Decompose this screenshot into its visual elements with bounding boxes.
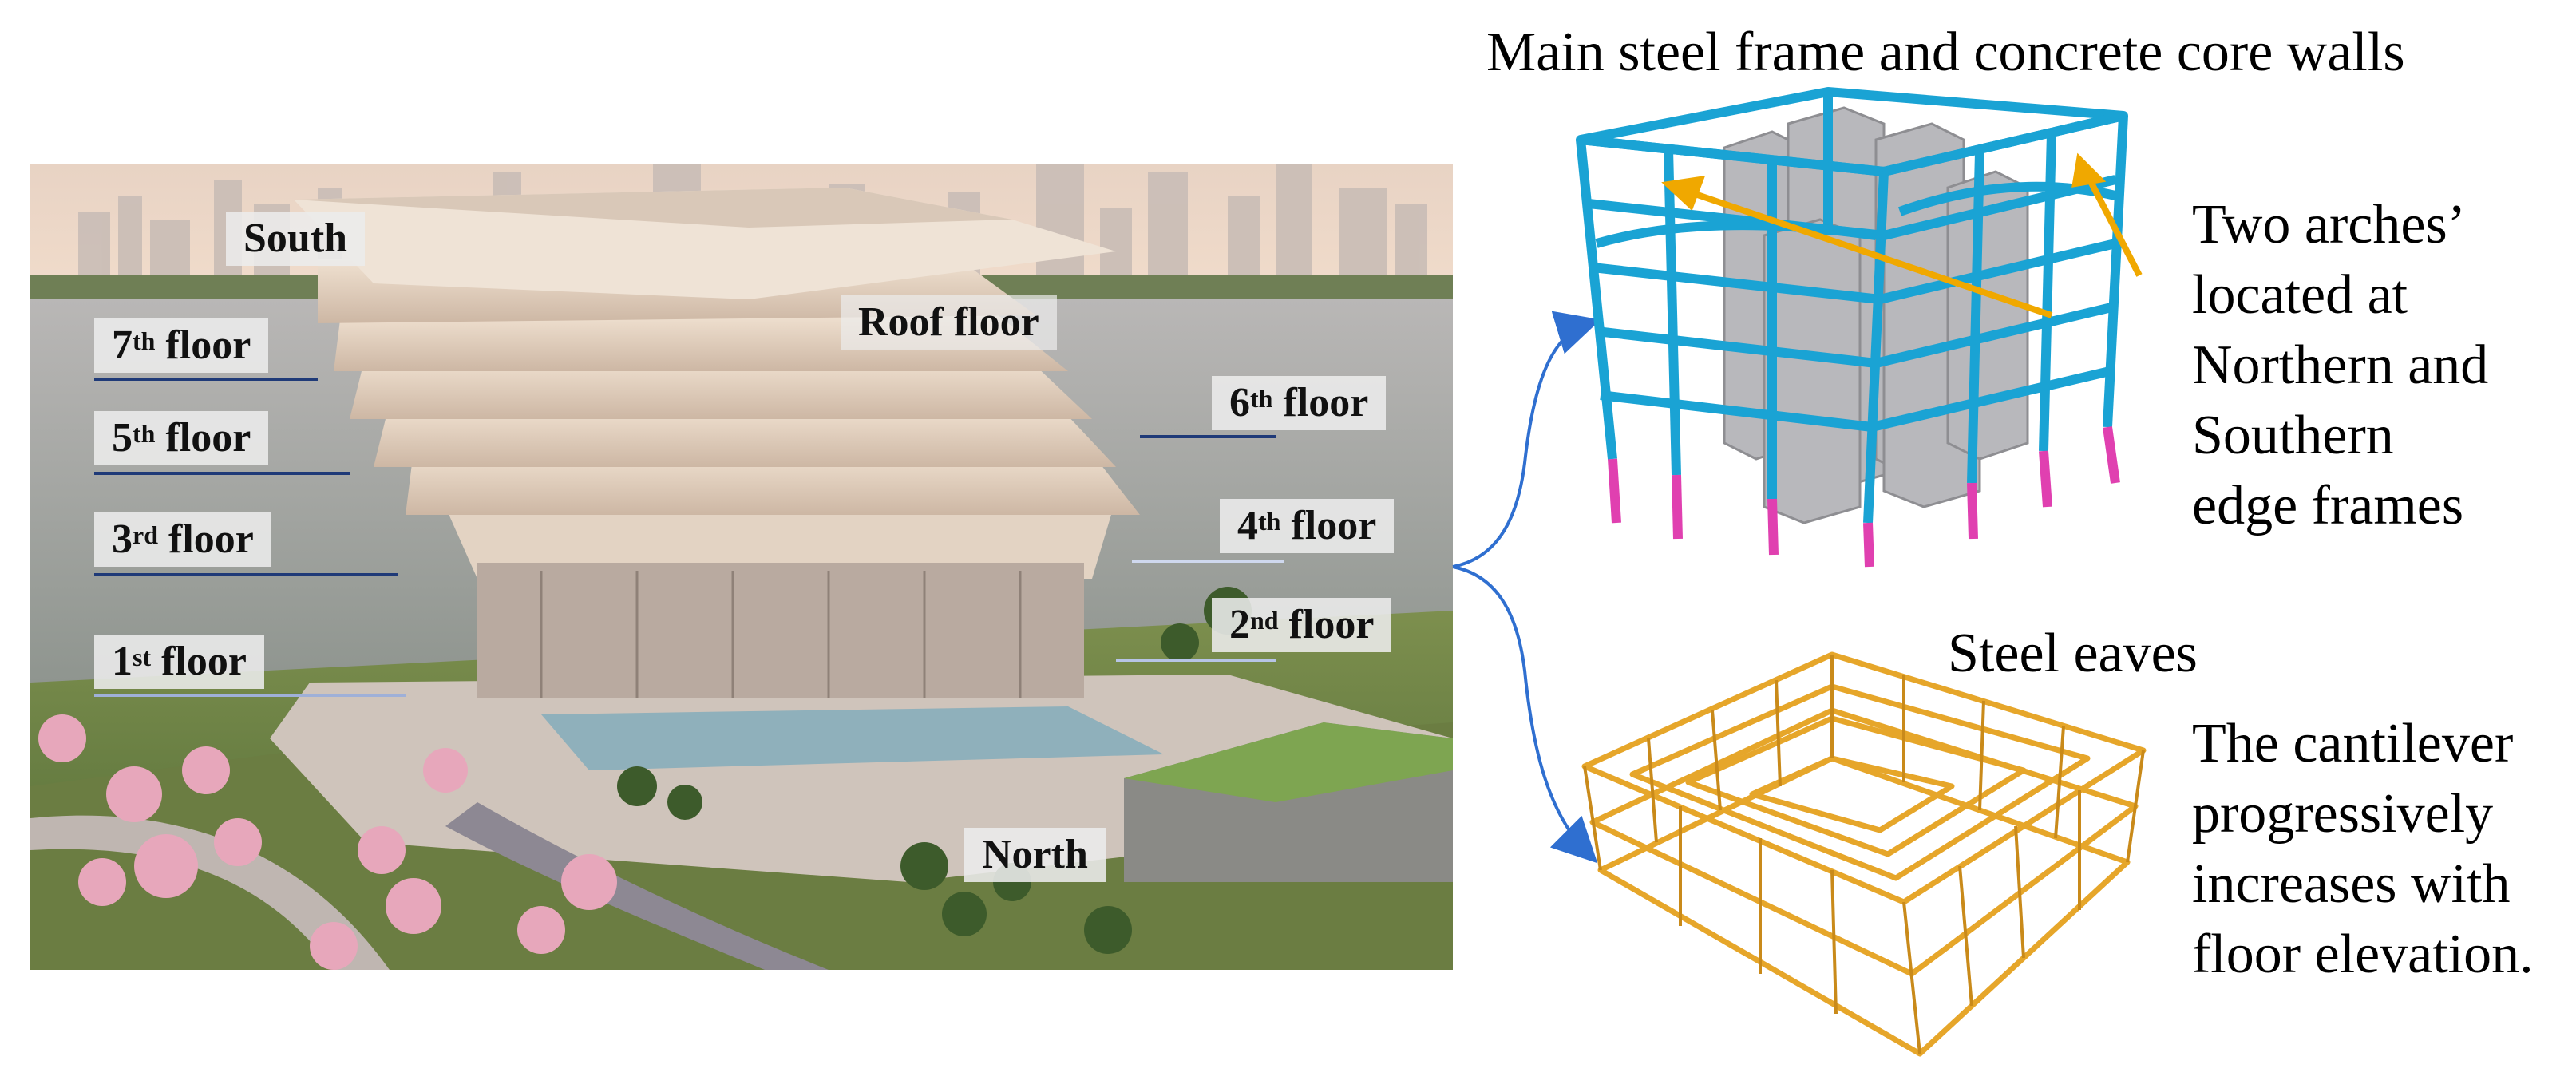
floor7-label: 7th floor bbox=[94, 318, 269, 373]
floor6-number: 6 bbox=[1229, 380, 1250, 425]
floor5-label: 5th floor bbox=[94, 411, 269, 465]
connector-arrows bbox=[1452, 311, 1597, 864]
floor3-suffix: rd bbox=[133, 520, 158, 549]
frame-desc-line: Northern and bbox=[2192, 334, 2489, 396]
arch-arrows bbox=[1661, 152, 2143, 318]
steel-frame-model bbox=[1576, 87, 2143, 568]
steel-frame bbox=[1576, 87, 2128, 524]
building-rendering-illustration bbox=[30, 164, 1453, 970]
frame-description: Two arches’ located at Northern and Sout… bbox=[2192, 190, 2488, 541]
floor3-number: 3 bbox=[112, 516, 133, 562]
floor6-suffix: th bbox=[1250, 384, 1273, 413]
floor1-label: 1st floor bbox=[94, 635, 264, 689]
floor1-marker-line bbox=[94, 694, 406, 697]
floor4-suffix: th bbox=[1258, 507, 1281, 536]
arrow-left-to-right-icon bbox=[1452, 565, 1597, 864]
floor4-number: 4 bbox=[1237, 503, 1258, 548]
floor3-marker-line bbox=[94, 573, 398, 576]
south-label: South bbox=[226, 212, 366, 266]
north-label: North bbox=[964, 828, 1106, 882]
floor2-word: floor bbox=[1288, 602, 1375, 647]
building-slabs bbox=[294, 188, 1140, 698]
eaves-desc-line: increases with bbox=[2192, 853, 2511, 915]
frame-desc-line: edge frames bbox=[2192, 475, 2464, 536]
arrow-left-to-right-icon bbox=[1452, 311, 1597, 568]
floor4-label: 4th floor bbox=[1220, 499, 1395, 553]
floor6-label: 6th floor bbox=[1212, 376, 1387, 430]
floor7-marker-line bbox=[94, 378, 318, 381]
eaves-ribs bbox=[1583, 655, 2145, 1054]
frame-title: Main steel frame and concrete core walls bbox=[1486, 22, 2405, 83]
floor5-number: 5 bbox=[112, 415, 133, 461]
floor1-suffix: st bbox=[133, 643, 152, 671]
frame-desc-line: Southern bbox=[2192, 405, 2394, 466]
floor7-word: floor bbox=[165, 322, 251, 368]
roof-floor-label: Roof floor bbox=[841, 295, 1057, 350]
floor6-marker-line bbox=[1140, 435, 1276, 438]
floor7-suffix: th bbox=[133, 326, 156, 355]
eaves-description: The cantilever progressively increases w… bbox=[2192, 709, 2534, 990]
building-rendering-photo: South Roof floor North 7th floor 5th flo… bbox=[30, 164, 1453, 970]
floor3-label: 3rd floor bbox=[94, 512, 271, 567]
floor4-word: floor bbox=[1291, 503, 1377, 548]
eaves-truss bbox=[1581, 651, 2147, 1057]
frame-desc-line: Two arches’ bbox=[2192, 194, 2466, 255]
floor5-suffix: th bbox=[133, 419, 156, 448]
eaves-desc-line: progressively bbox=[2192, 783, 2494, 845]
frame-desc-line: located at bbox=[2192, 264, 2408, 326]
floor5-marker-line bbox=[94, 472, 350, 475]
floor6-word: floor bbox=[1283, 380, 1369, 425]
floor1-word: floor bbox=[161, 639, 247, 684]
floor2-label: 2nd floor bbox=[1212, 598, 1392, 652]
floor2-marker-line bbox=[1116, 659, 1276, 662]
floor2-number: 2 bbox=[1229, 602, 1250, 647]
floor2-suffix: nd bbox=[1250, 606, 1279, 635]
floor1-number: 1 bbox=[112, 639, 133, 684]
eaves-title: Steel eaves bbox=[1948, 623, 2198, 684]
eaves-desc-line: floor elevation. bbox=[2192, 924, 2534, 985]
floor4-marker-line bbox=[1132, 560, 1284, 563]
column-bases bbox=[1608, 426, 2120, 568]
floor3-word: floor bbox=[168, 516, 254, 562]
floor5-word: floor bbox=[165, 415, 251, 461]
eaves-desc-line: The cantilever bbox=[2192, 713, 2514, 774]
floor7-number: 7 bbox=[112, 322, 133, 368]
steel-eaves-model bbox=[1581, 651, 2147, 1057]
